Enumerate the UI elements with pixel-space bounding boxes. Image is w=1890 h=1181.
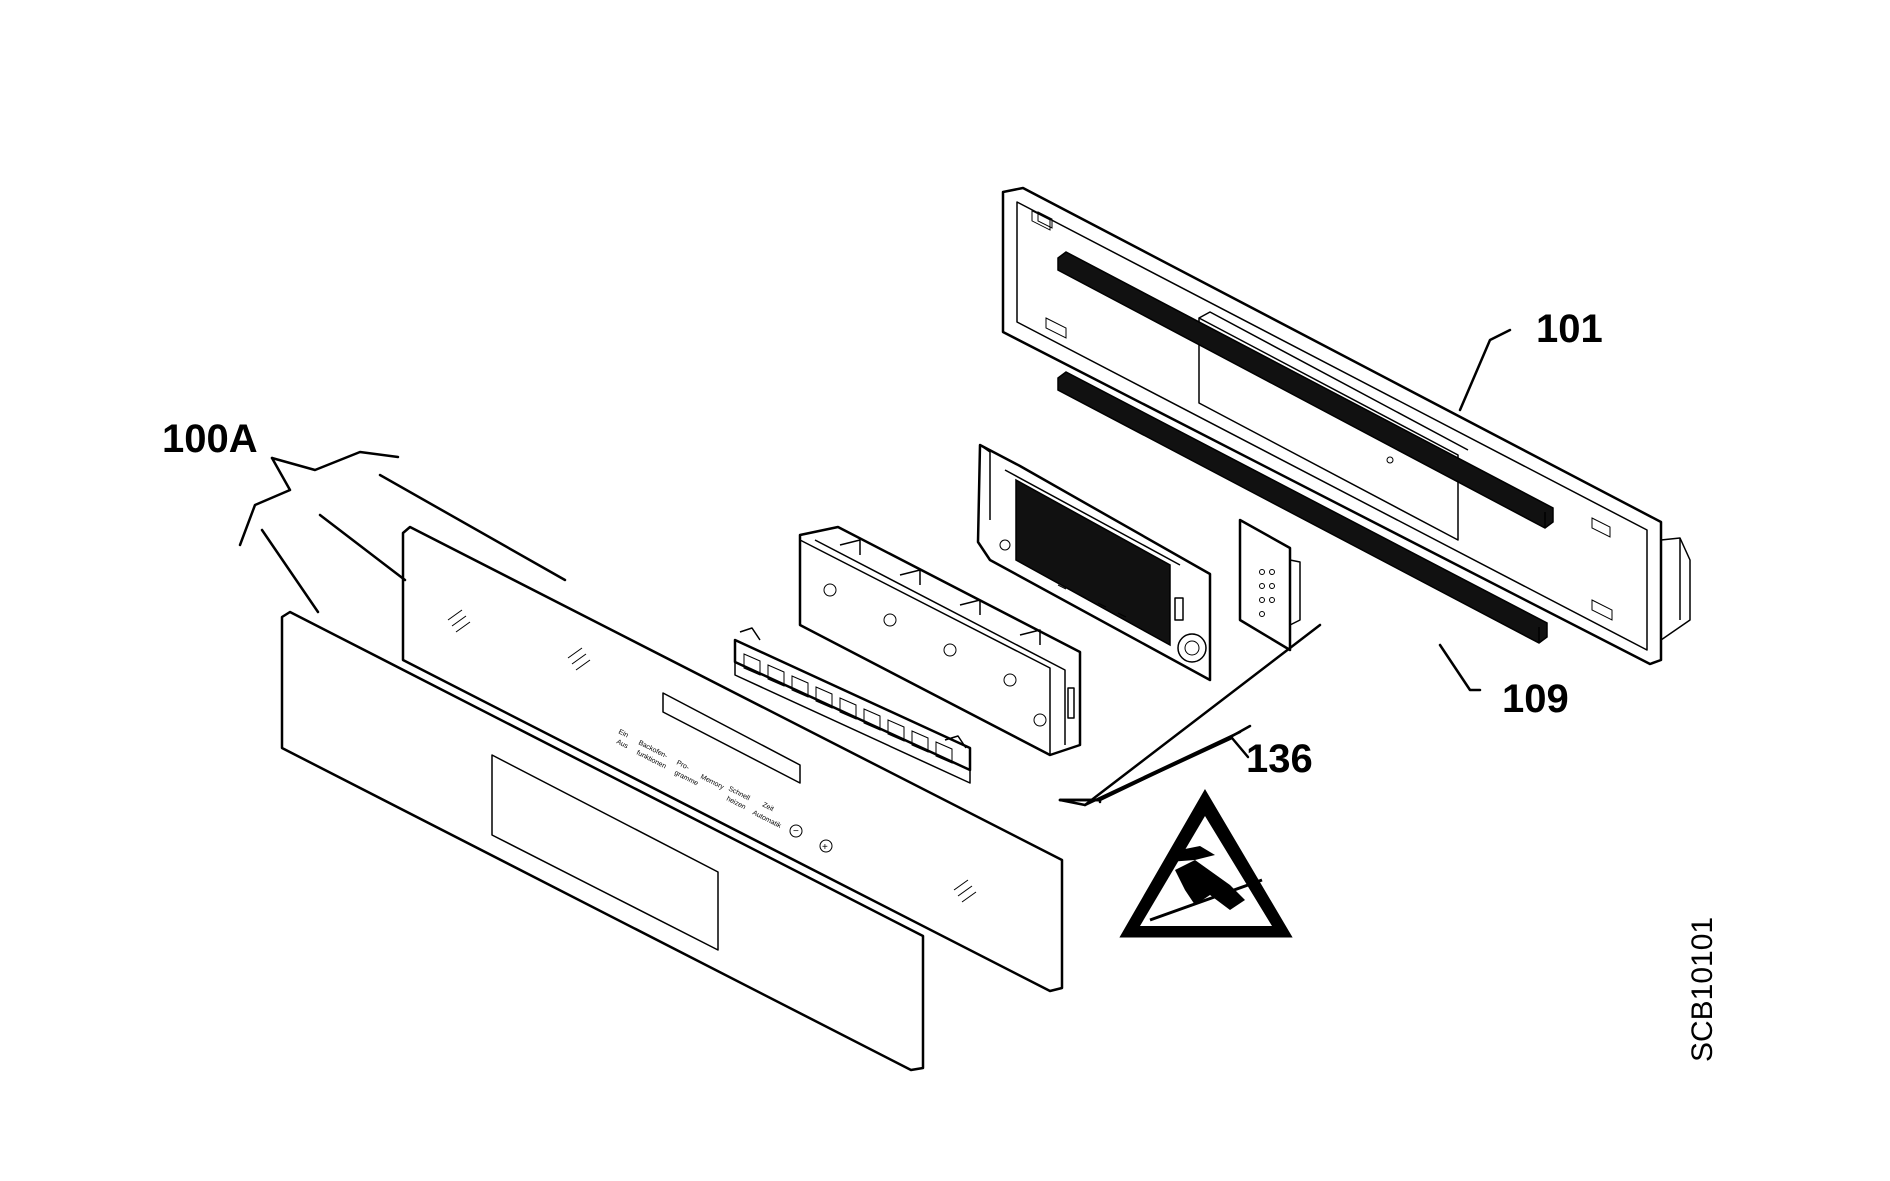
part-bracket-housing [798,525,1082,757]
part-small-pcb [1238,518,1301,652]
part-front-panel [280,610,925,1072]
callout-109: 109 [1502,677,1569,721]
minus-button-icon [789,824,803,838]
callout-136: 136 [1246,737,1313,781]
label-ein: Ein [617,729,629,740]
part-101-frame [1001,186,1691,666]
esd-warning-icon [1119,789,1293,938]
part-109-rail [1057,371,1548,644]
leader-lines [238,328,1512,807]
callout-101: 101 [1536,307,1603,351]
callout-100A: 100A [162,417,258,461]
plus-button-icon [819,839,833,853]
part-glass-panel: Ein Aus Backofen- funktionen Pro- gramme… [401,525,1064,993]
label-zeit: Zeit [761,802,775,814]
label-plus: + [822,842,828,853]
label-aus: Aus [615,739,629,751]
part-display-board [976,443,1212,682]
label-minus: − [793,826,799,837]
part-keypad-strip [733,627,972,784]
document-id: SCB10101 [1686,917,1719,1062]
